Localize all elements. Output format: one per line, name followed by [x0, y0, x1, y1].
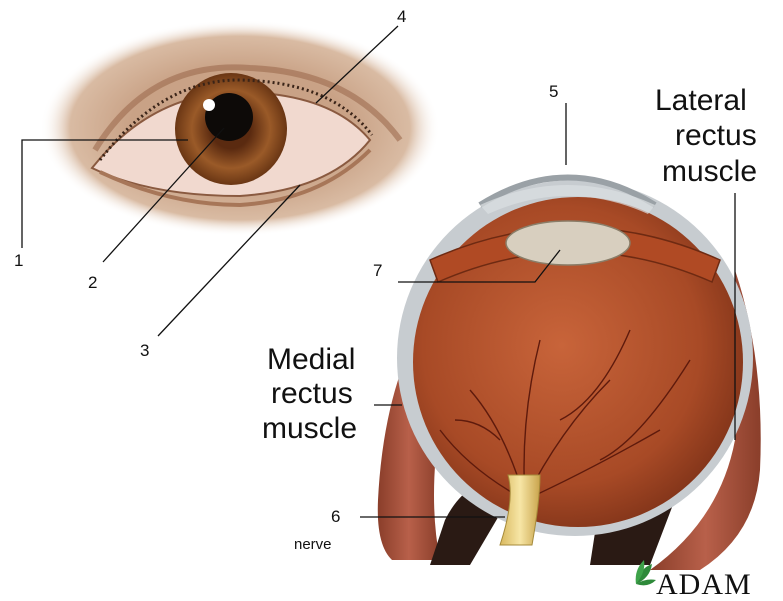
label-1: 1	[14, 251, 23, 270]
label-medial-line2: rectus	[271, 377, 353, 410]
label-lateral-line1: Lateral	[655, 84, 747, 117]
eyeball-cross-section	[378, 178, 761, 571]
label-medial-line1: Medial	[267, 343, 355, 376]
label-4: 4	[397, 7, 406, 26]
brand-name: ADAM	[656, 568, 752, 601]
label-lateral-line2: rectus	[675, 119, 757, 152]
label-7: 7	[373, 261, 382, 280]
label-2: 2	[88, 273, 97, 292]
external-eye-illustration	[40, 20, 440, 236]
label-lateral-line3: muscle	[662, 155, 757, 188]
label-nerve: nerve	[294, 536, 332, 553]
label-6: 6	[331, 507, 340, 526]
label-medial-line3: muscle	[262, 412, 357, 445]
lens	[506, 221, 630, 265]
label-3: 3	[140, 341, 149, 360]
pupil-highlight	[203, 99, 215, 111]
label-5: 5	[549, 82, 558, 101]
